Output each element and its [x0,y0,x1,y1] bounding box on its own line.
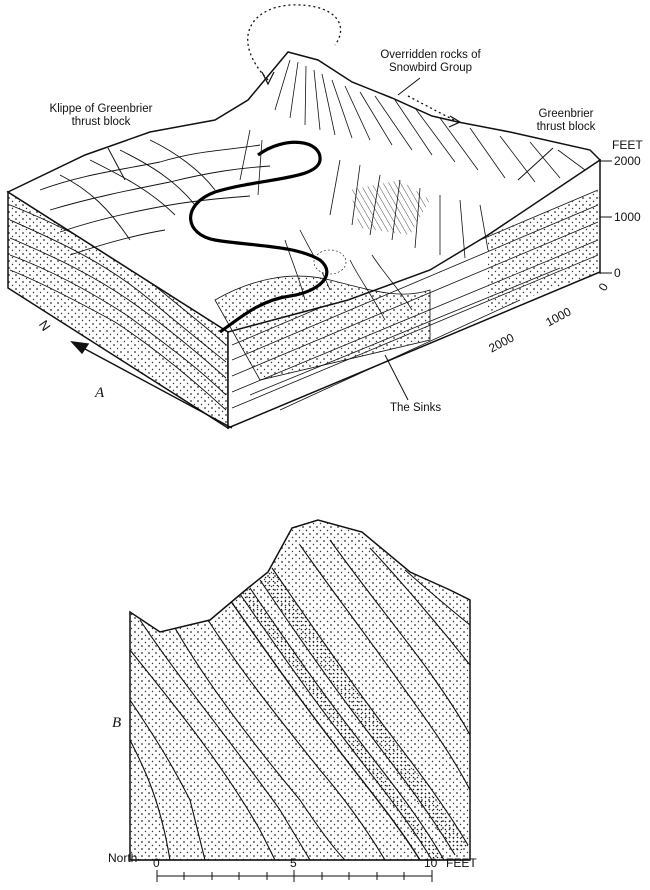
block-top-surface [6,51,602,333]
label-klippe: Klippe of Greenbrier thrust block [26,103,176,129]
label-overridden-line1: Overridden rocks of [380,49,481,61]
label-overridden-rocks: Overridden rocks of Snowbird Group [358,49,503,75]
leader-sinks [384,354,409,401]
overthrust-arrow-dotted [247,4,342,81]
label-overridden-line2: Snowbird Group [388,62,473,74]
cross-section [129,519,471,882]
north-arrow [70,341,233,429]
leader-greenbrier [517,147,554,181]
panel-letter-a: A [95,385,105,401]
thrust-fault-trace [189,140,329,334]
vertical-scale-tick-1000: 1000 [614,210,641,224]
vertical-scale-tick-0: 0 [614,266,621,280]
label-klippe-line2: thrust block [71,116,131,128]
north-label-b: North [108,851,138,865]
overthrust-arrow-dotted-2 [407,95,459,123]
leader-overridden [397,77,421,96]
block-diagram [6,4,612,430]
scale-tick-5: 5 [290,856,297,870]
label-greenbrier-line1: Greenbrier [538,108,594,120]
cross-section-scale-bar [156,870,433,882]
cross-section-outline [129,519,471,861]
vertical-scale-tick-2000: 2000 [614,154,641,168]
scale-unit-feet: FEET [446,856,477,870]
vertical-scale-unit: FEET [612,138,643,152]
leader-klippe [107,147,126,181]
panel-letter-b: B [112,715,122,731]
label-klippe-line1: Klippe of Greenbrier [49,103,153,115]
label-the-sinks: The Sinks [390,402,442,414]
scale-tick-10: 10 [424,856,438,870]
scale-tick-0: 0 [153,856,160,870]
vertical-scale [599,160,612,274]
label-greenbrier-line2: thrust block [536,121,596,133]
label-greenbrier: Greenbrier thrust block [520,108,612,134]
